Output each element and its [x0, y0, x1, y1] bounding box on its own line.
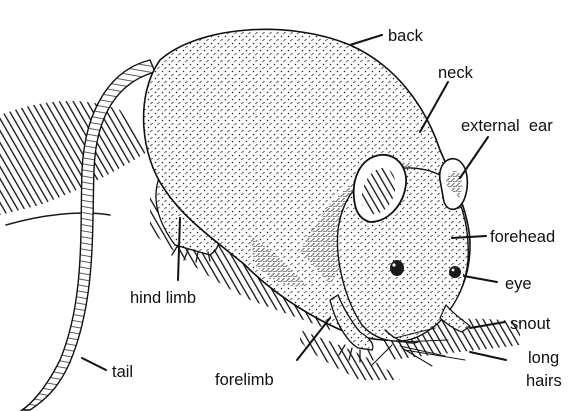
label-forehead: forehead — [490, 228, 555, 246]
label-long: long — [528, 349, 559, 367]
label-tail: tail — [112, 363, 133, 381]
leader-neck — [420, 82, 448, 132]
label-hind-limb: hind limb — [130, 289, 196, 307]
leader-eye — [464, 276, 497, 282]
label-back: back — [388, 27, 424, 45]
leader-long-hairs — [470, 352, 506, 360]
leader-tail — [82, 358, 106, 370]
label-snout: snout — [510, 315, 551, 333]
near-eye — [390, 260, 404, 276]
label-external-ear: external ear — [461, 117, 553, 135]
leader-back — [350, 35, 382, 45]
label-forelimb: forelimb — [215, 371, 274, 389]
leader-external-ear — [460, 137, 488, 178]
label-neck: neck — [438, 64, 474, 82]
label-eye: eye — [505, 275, 532, 293]
label-hairs: hairs — [526, 372, 562, 390]
far-eye — [449, 266, 461, 278]
